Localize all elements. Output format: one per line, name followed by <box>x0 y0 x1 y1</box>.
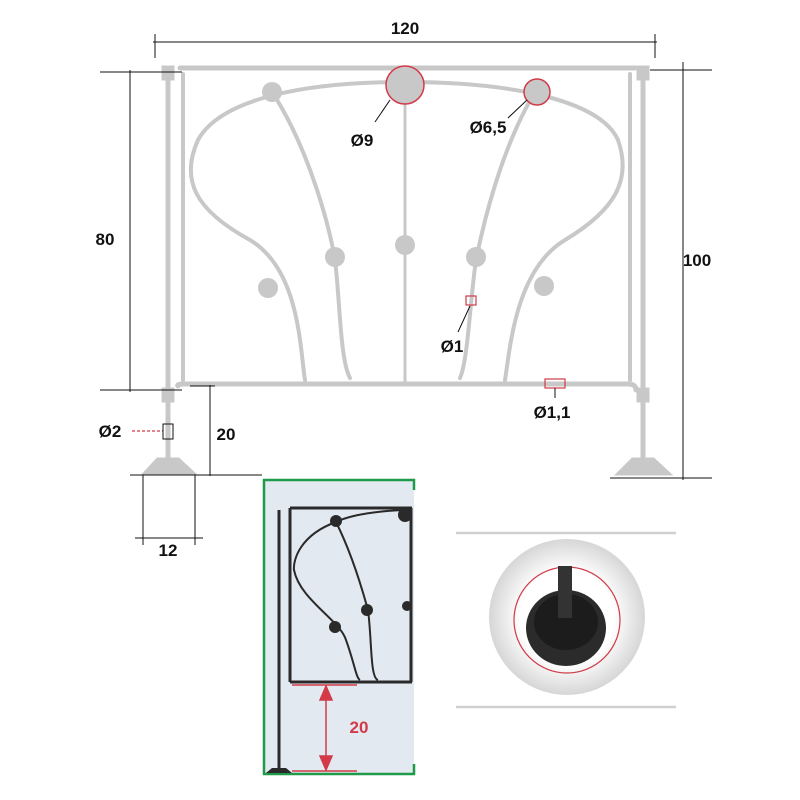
dim-clearance: 20 <box>217 425 236 444</box>
dim-total-height: 100 <box>683 251 711 270</box>
dim-dia-6-5: Ø6,5 <box>470 118 507 137</box>
dimension-labels: 120 80 100 Ø9 Ø6,5 Ø1 Ø1,1 Ø2 20 12 <box>96 19 712 560</box>
rosettes <box>258 65 554 298</box>
detail-frame <box>262 478 416 776</box>
dimension-lines <box>100 34 712 545</box>
foot-closeup <box>456 531 676 709</box>
dim-foot-width: 12 <box>159 541 178 560</box>
dim-dia-1-1: Ø1,1 <box>534 403 571 422</box>
top-center-ball <box>385 65 425 105</box>
detail-inset: 20 <box>262 478 416 776</box>
left-foot <box>140 457 199 476</box>
detail-clearance-label: 20 <box>350 718 369 737</box>
dim-dia-9: Ø9 <box>351 131 374 150</box>
right-foot <box>613 457 674 476</box>
post-marker <box>162 423 174 440</box>
inner-left-curve <box>270 90 352 380</box>
fence-drawing <box>140 65 674 476</box>
rosette <box>262 82 282 102</box>
bottom-left-clamp <box>161 387 175 403</box>
outer-right-curve <box>403 80 625 382</box>
bar-marker <box>465 295 477 306</box>
top-side-ball <box>523 78 551 106</box>
bottom-right-clamp <box>636 387 650 403</box>
detail-clearance-arrow <box>292 684 357 772</box>
rosette <box>395 235 415 255</box>
outer-left-curve <box>188 80 407 382</box>
dim-dia-2: Ø2 <box>99 422 122 441</box>
bottom-rail <box>175 381 639 393</box>
dim-dia-1: Ø1 <box>441 337 464 356</box>
rosette <box>258 278 278 298</box>
rosette <box>466 247 486 267</box>
rosette <box>325 247 345 267</box>
top-left-clamp <box>161 65 175 81</box>
dim-width: 120 <box>391 19 419 38</box>
leader-lines <box>374 99 556 398</box>
top-right-clamp <box>636 65 650 81</box>
dim-panel-height: 80 <box>96 230 115 249</box>
rosette <box>534 276 554 296</box>
detail-markers <box>132 295 566 432</box>
